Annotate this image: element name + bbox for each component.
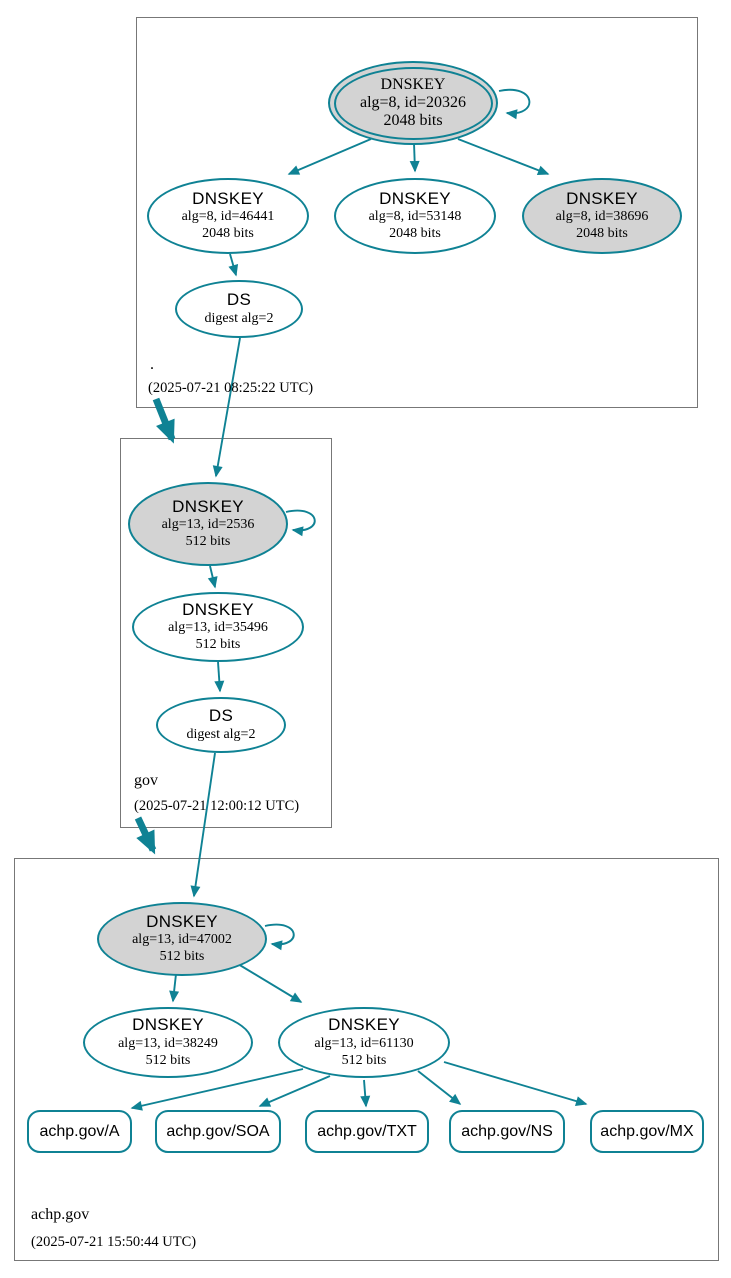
rrset-node-achp-gov-ns[interactable]: achp.gov/NS <box>449 1110 565 1153</box>
node-alg-id: alg=8, id=38696 <box>555 209 649 225</box>
node-bits: 512 bits <box>195 637 241 653</box>
dnskey-node-20326-inner-ring: DNSKEY alg=8, id=20326 2048 bits <box>333 66 493 140</box>
node-title: DNSKEY <box>132 1015 204 1035</box>
rrset-node-achp-gov-mx[interactable]: achp.gov/MX <box>590 1110 704 1153</box>
node-bits: 512 bits <box>185 534 231 550</box>
rrset-label: achp.gov/A <box>39 1122 120 1140</box>
dnskey-node-61130[interactable]: DNSKEY alg=13, id=61130 512 bits <box>278 1007 450 1078</box>
rrset-label: achp.gov/SOA <box>166 1122 270 1140</box>
node-alg-id: alg=8, id=46441 <box>181 209 275 225</box>
node-alg-id: alg=13, id=35496 <box>168 620 268 636</box>
node-bits: 2048 bits <box>576 226 628 242</box>
dnskey-node-35496[interactable]: DNSKEY alg=13, id=35496 512 bits <box>132 592 304 662</box>
rrset-label: achp.gov/MX <box>600 1122 694 1140</box>
node-title: DNSKEY <box>379 188 451 208</box>
node-bits: 2048 bits <box>389 226 441 242</box>
rrset-label: achp.gov/NS <box>461 1122 553 1140</box>
node-alg-id: alg=13, id=47002 <box>132 932 232 948</box>
dnskey-node-20326[interactable]: DNSKEY alg=8, id=20326 2048 bits <box>328 61 498 145</box>
rrset-node-achp-gov-txt[interactable]: achp.gov/TXT <box>305 1110 429 1153</box>
zone-timestamp-root: (2025-07-21 08:25:22 UTC) <box>148 380 314 396</box>
dnskey-node-46441[interactable]: DNSKEY alg=8, id=46441 2048 bits <box>147 178 309 254</box>
node-title: DNSKEY <box>328 1015 400 1035</box>
zone-timestamp-gov: (2025-07-21 12:00:12 UTC) <box>134 798 300 814</box>
node-title: DNSKEY <box>172 496 244 516</box>
node-digest: digest alg=2 <box>204 310 274 326</box>
zone-label-gov: gov <box>134 772 158 789</box>
node-bits: 2048 bits <box>383 112 443 129</box>
rrset-label: achp.gov/TXT <box>317 1122 417 1140</box>
dnskey-node-53148[interactable]: DNSKEY alg=8, id=53148 2048 bits <box>334 178 496 254</box>
node-title: DNSKEY <box>146 911 218 931</box>
node-bits: 512 bits <box>145 1052 191 1068</box>
node-title: DNSKEY <box>566 188 638 208</box>
node-title: DNSKEY <box>380 76 446 93</box>
rrset-node-achp-gov-a[interactable]: achp.gov/A <box>27 1110 132 1153</box>
node-title: DNSKEY <box>182 599 254 619</box>
dnskey-node-47002[interactable]: DNSKEY alg=13, id=47002 512 bits <box>97 902 267 976</box>
zone-box-root <box>136 17 698 408</box>
zone-box-achp-gov <box>14 858 719 1261</box>
zone-label-root: . <box>150 356 154 373</box>
node-bits: 2048 bits <box>202 226 254 242</box>
node-bits: 512 bits <box>159 949 205 965</box>
node-alg-id: alg=13, id=61130 <box>314 1035 414 1051</box>
node-bits: 512 bits <box>341 1052 387 1068</box>
node-alg-id: alg=8, id=53148 <box>368 209 462 225</box>
node-alg-id: alg=8, id=20326 <box>359 94 467 111</box>
dnskey-node-38696[interactable]: DNSKEY alg=8, id=38696 2048 bits <box>522 178 682 254</box>
dnskey-node-38249[interactable]: DNSKEY alg=13, id=38249 512 bits <box>83 1007 253 1078</box>
node-alg-id: alg=13, id=38249 <box>118 1035 218 1051</box>
ds-node-gov[interactable]: DS digest alg=2 <box>156 697 286 753</box>
node-alg-id: alg=13, id=2536 <box>161 517 255 533</box>
zone-label-achp-gov: achp.gov <box>31 1206 90 1223</box>
rrset-node-achp-gov-soa[interactable]: achp.gov/SOA <box>155 1110 281 1153</box>
node-title: DS <box>208 706 234 726</box>
dnskey-node-2536[interactable]: DNSKEY alg=13, id=2536 512 bits <box>128 482 288 566</box>
ds-node-root[interactable]: DS digest alg=2 <box>175 280 303 338</box>
node-title: DS <box>226 290 252 310</box>
node-digest: digest alg=2 <box>186 726 256 742</box>
zone-timestamp-achp-gov: (2025-07-21 15:50:44 UTC) <box>31 1234 197 1250</box>
node-title: DNSKEY <box>192 188 264 208</box>
